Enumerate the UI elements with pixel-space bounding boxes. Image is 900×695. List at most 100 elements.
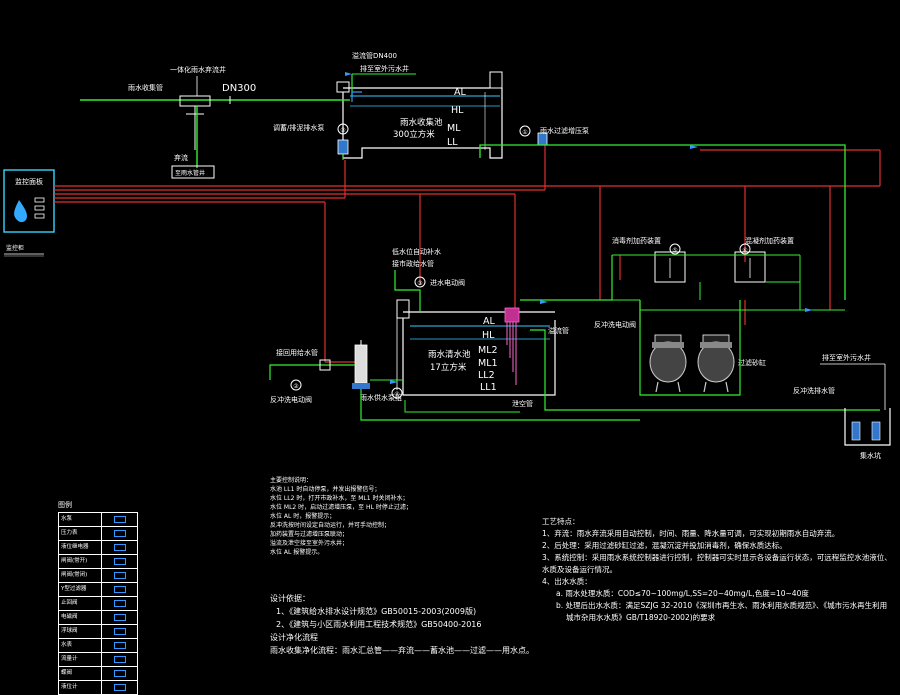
control-wires <box>54 145 881 363</box>
tank2-level-ml1: ML1 <box>478 358 498 369</box>
filter-pump-label: 雨水过滤增压泵 <box>540 126 589 135</box>
legend-row: 流量计 <box>59 652 137 666</box>
flow-text: 雨水收集净化流程：雨水汇总管——弃流——蓄水池——过滤——用水点。 <box>270 646 534 655</box>
overflow-pipe-label: 溢流管DN400 <box>352 51 397 60</box>
sand-filter-2[interactable] <box>697 334 735 393</box>
disinfectant-label: 消毒剂加药装置 <box>612 236 661 245</box>
flocculant-label: 混凝剂加药装置 <box>745 236 794 245</box>
legend-symbol-icon <box>102 625 137 638</box>
feature-4b2: 城市杂用水水质》GB/T18920-2002)的要求 <box>566 613 716 622</box>
sump-label: 集水坑 <box>860 451 881 460</box>
legend-symbol-icon <box>102 541 137 554</box>
filter-pump[interactable]: ① <box>519 125 548 146</box>
control-cabinet-note: 监控柜 <box>6 244 24 252</box>
feature-3: 3、系统控制：采用雨水系统控制器进行控制，控制器可实时显示各设备运行状态，可远程… <box>542 553 892 574</box>
legend-symbol-icon <box>102 681 137 694</box>
tank1-volume: 300立方米 <box>393 129 435 140</box>
backwash-valve-left[interactable]: ② <box>290 379 302 391</box>
legend-row: 闸阀(常闭) <box>59 568 137 582</box>
tank1-level-ml: ML <box>447 123 461 134</box>
control-note-line: 反冲洗按时间设定自动运行，并可手动控制； <box>270 522 391 529</box>
sand-filter-1[interactable] <box>649 334 687 393</box>
control-note-line: 水池 LL1 时自动停泵，并发出报警信号； <box>270 486 381 493</box>
legend-label: 蝶阀 <box>59 667 102 680</box>
sand-filter-label: 过滤砂缸 <box>738 358 766 367</box>
marker-3: ③ <box>417 280 422 287</box>
overflow-short-label: 溢流管 <box>548 326 569 335</box>
tank2-level-al: AL <box>483 316 495 327</box>
legend-symbol-icon <box>102 597 137 610</box>
control-notes: 主要控制说明： 水池 LL1 时自动停泵，并发出报警信号；水位 LL2 时，打开… <box>270 476 530 557</box>
sump-pit <box>844 408 891 446</box>
tank1-level-ll: LL <box>447 137 458 148</box>
clear-water-tank: AL HL ML2 ML1 LL2 LL1 雨水清水池 17立方米 <box>396 299 556 396</box>
legend-symbol-icon <box>102 527 137 540</box>
tank1-name: 雨水收集池 <box>400 117 443 128</box>
low-level-fill-label: 低水位自动补水 <box>392 247 441 256</box>
control-note-line: 加药装置与过滤增压泵联动； <box>270 531 349 538</box>
legend-symbol-icon <box>102 513 137 526</box>
municipal-supply-label: 接市政给水管 <box>392 259 434 268</box>
supply-pump-group[interactable] <box>352 340 370 389</box>
legend-row: 水泵 <box>59 513 137 526</box>
tank2-volume: 17立方米 <box>430 362 467 373</box>
recycle-pipe-label: 接回用给水管 <box>276 348 318 357</box>
inlet-solenoid-valve[interactable]: ③ <box>414 276 426 288</box>
backwash-valve-top-label: 反冲洗电动阀 <box>594 320 636 329</box>
inlet-valve-label: 进水电动阀 <box>430 278 465 287</box>
to-sewage-right-label: 排至室外污水井 <box>822 353 871 362</box>
flocculant-dosing[interactable]: ⑥ <box>734 243 766 283</box>
features-heading: 工艺特点： <box>542 517 580 526</box>
legend-label: 电磁阀 <box>59 611 102 624</box>
collection-tank: AL HL ML LL 雨水收集池 300立方米 溢流管DN400 排至室外污水… <box>336 51 503 159</box>
feature-1: 1、弃流：雨水弃流采用自动控制，时间、雨量、降水量可调，可实现初期雨水自动弃流。 <box>542 529 840 538</box>
feature-2: 2、后处理：采用过滤砂缸过滤，混凝沉淀并投加消毒剂，确保水质达标。 <box>542 541 787 550</box>
legend-row: 水表 <box>59 638 137 652</box>
legend-row: Y型过滤器 <box>59 582 137 596</box>
drain-pipe-label: 泄空管 <box>512 399 533 408</box>
control-note-line: 水位 ML2 时，启动过滤增压泵，至 HL 时停止过滤； <box>270 504 412 511</box>
backwash-valve-left-label: 反冲洗电动阀 <box>270 395 312 404</box>
sludge-pump-label: 调蓄/排泥排水泵 <box>273 123 324 132</box>
control-notes-heading: 主要控制说明： <box>270 477 313 484</box>
tank1-level-hl: HL <box>451 105 464 116</box>
marker-1: ① <box>522 129 527 136</box>
control-cabinet[interactable]: 监控面板 <box>3 169 55 233</box>
legend-label: 水泵 <box>59 513 102 526</box>
feature-4a: a. 雨水处理水质：COD≤70~100mg/L,SS=20~40mg/L,色度… <box>556 589 809 598</box>
tank2-level-ll1: LL1 <box>480 382 497 393</box>
marker-2: ② <box>340 127 346 134</box>
legend-row: 蝶阀 <box>59 666 137 680</box>
design-basis: 设计依据： 1、《建筑给水排水设计规范》GB50015-2003(2009版) … <box>270 592 540 657</box>
legend-label: 流量计 <box>59 653 102 666</box>
supply-pump-marker: ④ <box>391 387 403 399</box>
legend-row: 压力表 <box>59 526 137 540</box>
marker-2b: ② <box>293 383 299 390</box>
dn300-label: DN300 <box>222 83 256 94</box>
legend-label: 闸阀(常闭) <box>59 569 102 582</box>
legend-symbol-icon <box>102 639 137 652</box>
legend-label: 水表 <box>59 639 102 652</box>
legend-label: 止回阀 <box>59 597 102 610</box>
legend-symbol-icon <box>102 667 137 680</box>
control-note-line: 水位 AL 报警提示。 <box>270 549 324 556</box>
legend-row: 闸阀(常开) <box>59 554 137 568</box>
backwash-drain-label: 反冲洗排水管 <box>793 386 835 395</box>
legend-row: 电磁阀 <box>59 610 137 624</box>
legend-row: 液位计 <box>59 680 137 694</box>
water-drop-icon <box>14 200 27 223</box>
tank2-level-ml2: ML2 <box>478 345 498 356</box>
control-cabinet-label: 监控面板 <box>15 177 43 186</box>
design-basis-1: 1、《建筑给水排水设计规范》GB50015-2003(2009版) <box>276 607 477 616</box>
inlet-device-label: 一体化雨水弃流井 <box>170 65 226 74</box>
legend-row: 液位继电器 <box>59 540 137 554</box>
inlet-section: 雨水收集管 DN300 一体化雨水弃流井 弃流 至雨水管井 <box>80 65 340 179</box>
marker-5: ⑤ <box>672 247 677 254</box>
level-probes <box>504 307 520 385</box>
legend-symbol-icon <box>102 555 137 568</box>
marker-4: ④ <box>394 391 399 398</box>
legend-label: 液位继电器 <box>59 541 102 554</box>
marker-6: ⑥ <box>742 247 747 254</box>
disinfectant-dosing[interactable]: ⑤ <box>654 243 686 283</box>
